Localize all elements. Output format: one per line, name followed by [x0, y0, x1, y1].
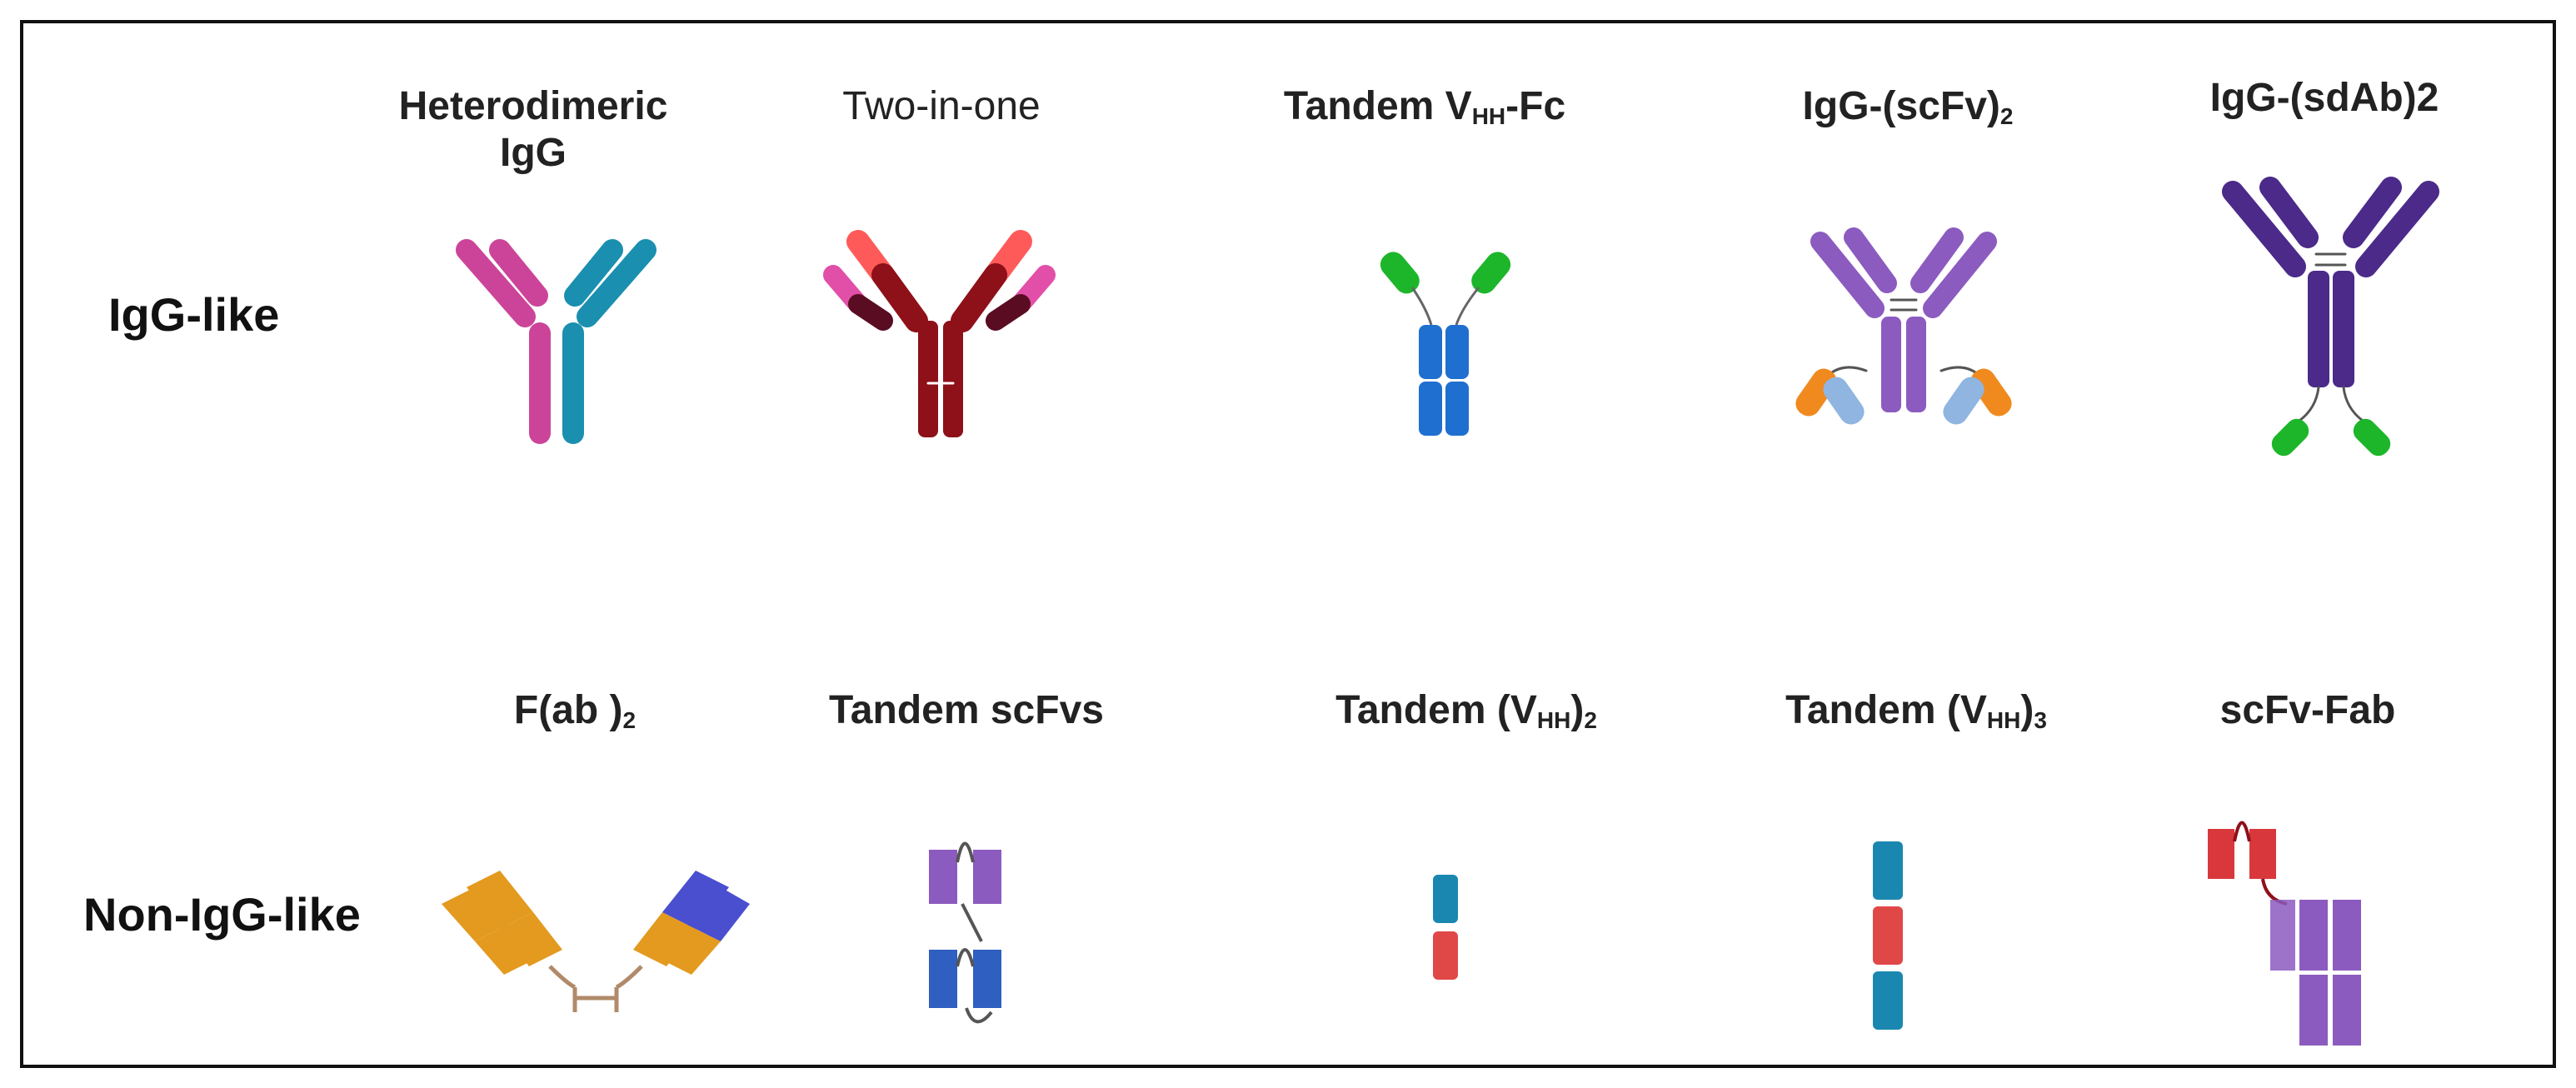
row-label-non-igg-like: Non-IgG-like — [83, 888, 361, 941]
igg-sdab2-icon — [2222, 177, 2439, 457]
label-two-in-one: Two-in-one — [842, 84, 1041, 128]
label-tandem-scfvs: Tandem scFvs — [829, 688, 1104, 732]
tandem-vhh2-icon — [1433, 875, 1458, 980]
heterodimeric-igg-icon — [456, 239, 656, 444]
label-igg-scfv2: IgG-(scFv)2 — [1802, 84, 2014, 129]
label-heterodimeric-igg: Heterodimeric IgG — [398, 84, 668, 175]
igg-scfv2-icon — [1795, 227, 2012, 425]
tandem-vhh-fc-icon — [1380, 252, 1511, 436]
figure-frame — [20, 20, 2556, 1068]
row-label-igg-like: IgG-like — [108, 288, 280, 341]
tandem-vhh3-icon — [1873, 841, 1903, 1030]
label-scfv-fab: scFv-Fab — [2219, 688, 2396, 732]
label-igg-sdab2: IgG-(sdAb)2 — [2209, 76, 2439, 120]
label-tandem-vhh2: Tandem (VHH)2 — [1335, 688, 1597, 733]
label-tandem-vhh-fc: Tandem VHH-Fc — [1283, 84, 1566, 129]
two-in-one-icon — [823, 230, 1056, 437]
tandem-scfvs-icon — [929, 841, 1001, 1024]
scfv-fab-icon — [2208, 821, 2361, 1046]
label-tandem-vhh3: Tandem (VHH)3 — [1785, 688, 2047, 733]
label-fab2: F(ab )2 — [513, 688, 637, 733]
fab2-icon — [442, 871, 750, 1012]
